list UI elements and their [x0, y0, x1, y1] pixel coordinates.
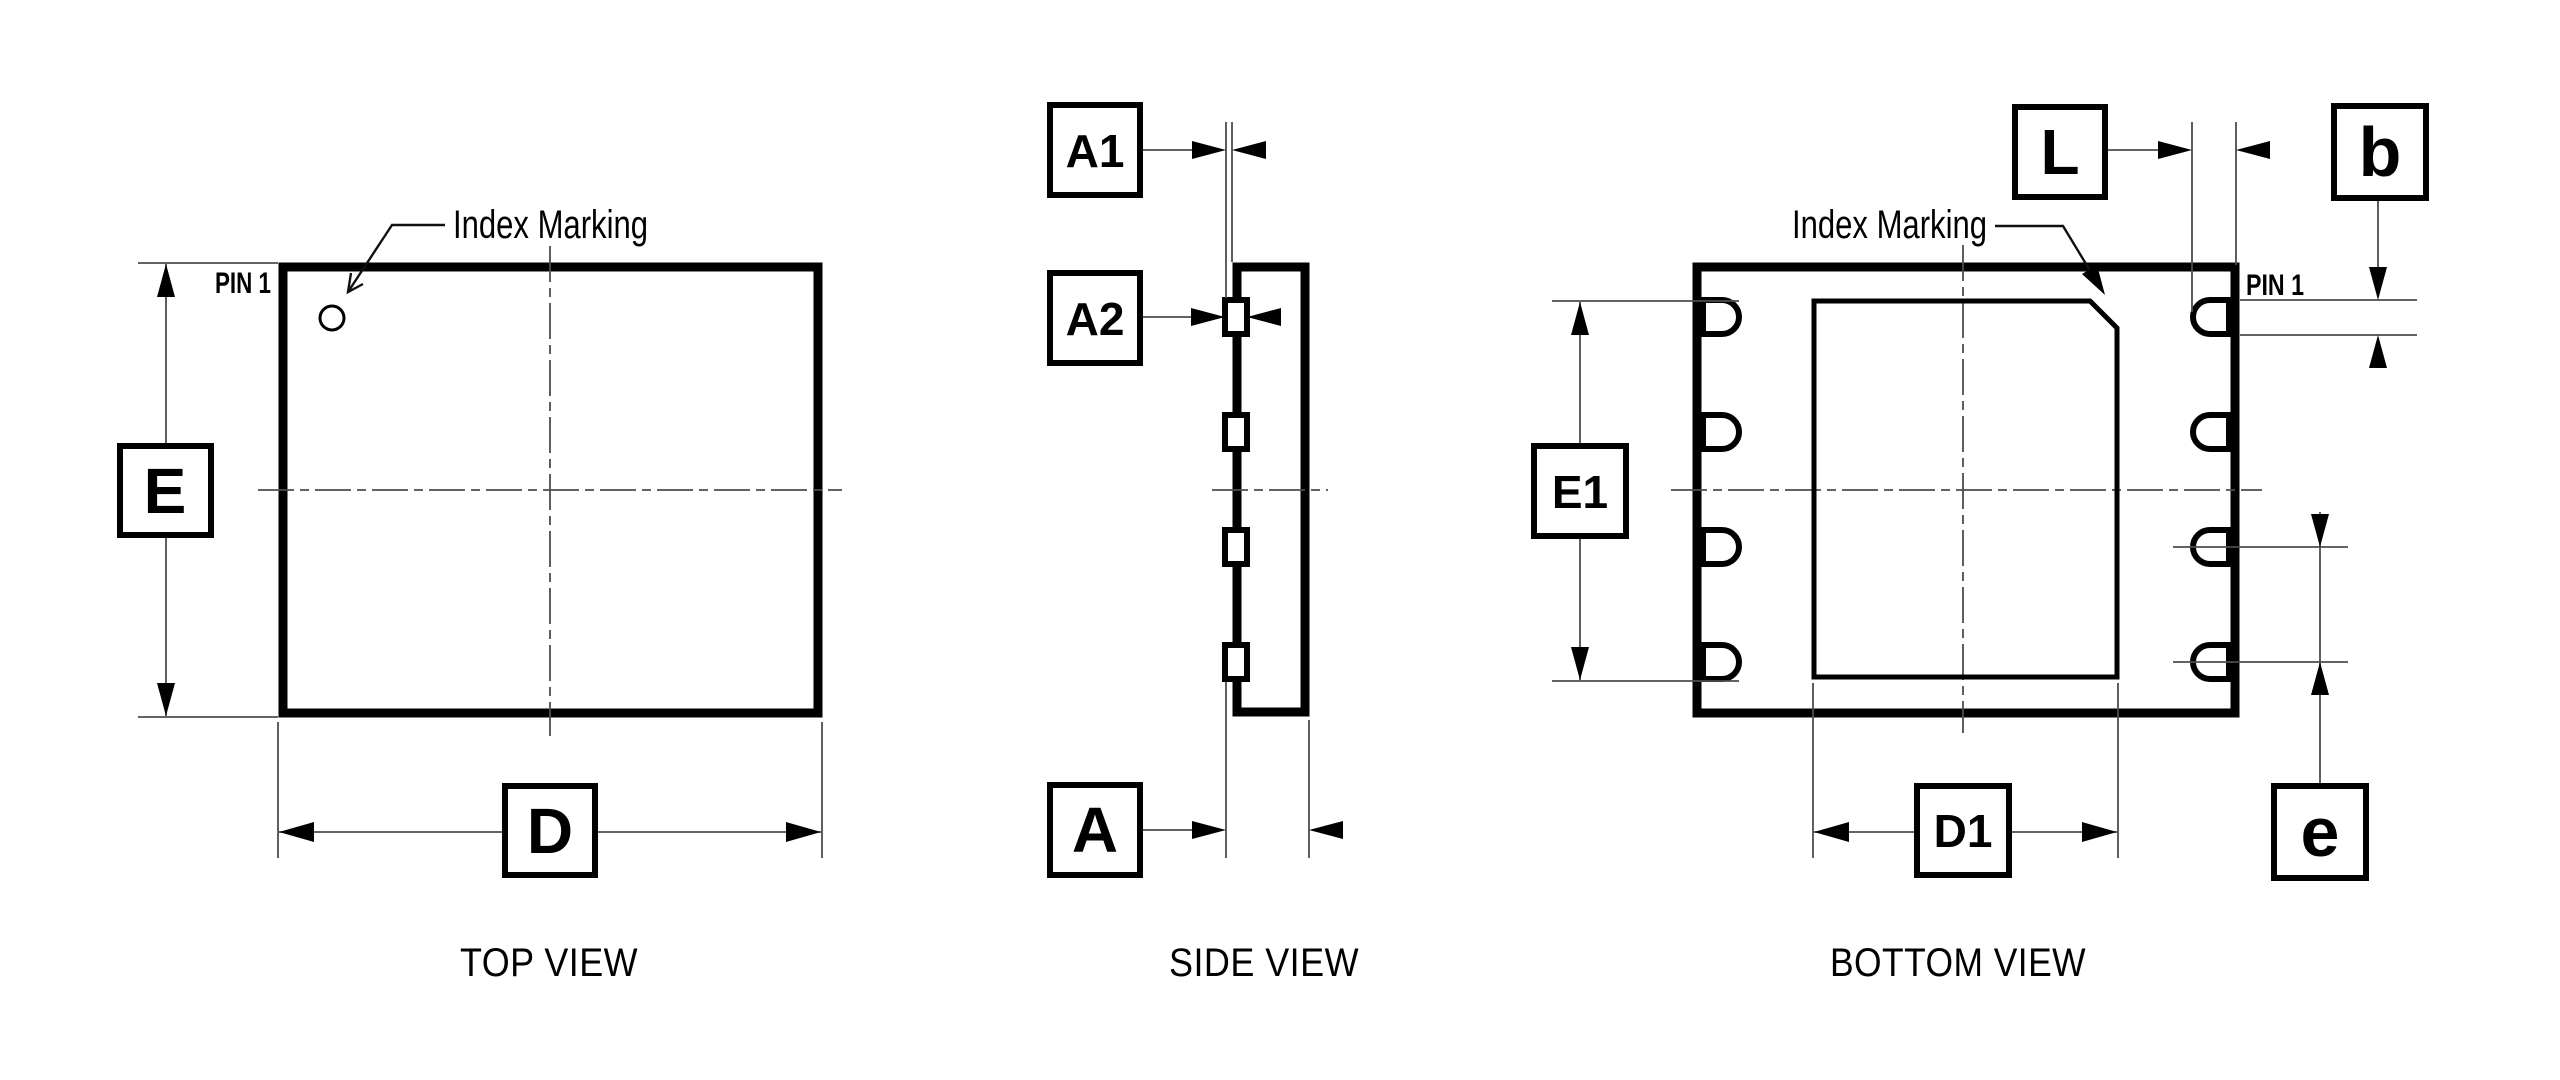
dim-L: L: [2012, 104, 2270, 312]
dim-L-arrow-left-icon: [2236, 141, 2270, 159]
top-view: Index Marking PIN 1 E D TOP VIEW: [117, 203, 842, 985]
bottom-index-arrowhead-icon: [2082, 265, 2105, 295]
dim-L-arrow-right-icon: [2158, 141, 2192, 159]
dim-A1-label: A1: [1066, 125, 1125, 177]
dim-D: D: [277, 722, 823, 878]
dim-b-arrow-down-icon: [2369, 267, 2387, 300]
dim-D1: D1: [1812, 683, 2119, 878]
dim-L-label: L: [2040, 116, 2079, 188]
dim-E-label-box: [117, 443, 214, 538]
dim-b-label-box: [2331, 103, 2429, 201]
dim-A: A: [1047, 682, 1343, 878]
dim-D1-arrow-left-icon: [1814, 822, 1849, 842]
top-index-marking-label: Index Marking: [453, 203, 648, 247]
dim-e-arrow-up-icon: [2311, 662, 2329, 695]
bottom-view: Index Marking PIN 1 E1 D1: [1531, 103, 2429, 985]
dim-D1-label-box: [1914, 783, 2012, 878]
dim-E-label: E: [144, 455, 187, 527]
side-view: A1 A2 A SIDE VIEW: [1047, 102, 1359, 985]
top-view-caption: TOP VIEW: [460, 941, 638, 985]
dim-e: e: [2173, 512, 2369, 881]
bottom-pad: [1700, 297, 1742, 337]
dim-e-label: e: [2301, 793, 2340, 871]
dim-D-label: D: [527, 795, 573, 867]
dim-A1-arrow-right-icon: [1192, 141, 1226, 159]
bottom-view-caption: BOTTOM VIEW: [1830, 941, 2086, 985]
bottom-pad: [1700, 527, 1742, 567]
dim-A2-arrow-left-icon: [1247, 308, 1281, 326]
dim-A-arrow-right-icon: [1192, 821, 1226, 839]
dim-A1-label-box: [1047, 102, 1143, 198]
bottom-pad: [2190, 297, 2232, 337]
dim-b-label: b: [2359, 113, 2402, 191]
bottom-pad: [1700, 642, 1742, 682]
bottom-pad: [2190, 412, 2232, 452]
side-pad: [1222, 297, 1250, 337]
top-pin1-label: PIN 1: [215, 267, 271, 300]
dim-E1-label: E1: [1552, 466, 1608, 518]
dim-e-arrow-down-icon: [2311, 514, 2329, 547]
dim-D-arrow-right-icon: [786, 822, 821, 842]
dim-A2: A2: [1047, 270, 1281, 366]
dim-b: b: [2240, 103, 2429, 368]
dim-D1-arrow-right-icon: [2082, 822, 2117, 842]
dim-D1-label: D1: [1934, 805, 1993, 857]
dim-E: E: [117, 262, 278, 718]
dim-e-label-box: [2271, 783, 2369, 881]
dim-b-arrow-up-icon: [2369, 335, 2387, 368]
dim-E1: E1: [1531, 300, 1739, 682]
index-marking-dot: [318, 304, 346, 332]
dim-E-arrow-down-icon: [157, 683, 175, 716]
dim-D-label-box: [502, 783, 598, 878]
dim-A-label-box: [1047, 782, 1143, 878]
dim-A2-arrow-right-icon: [1191, 308, 1225, 326]
dim-A2-label-box: [1047, 270, 1143, 366]
side-view-caption: SIDE VIEW: [1169, 941, 1359, 985]
side-pad: [1222, 527, 1250, 567]
top-index-arrowhead-icon: [346, 272, 364, 295]
exposed-pad-outline: [1811, 298, 2120, 680]
bottom-pad: [1700, 412, 1742, 452]
dim-D-arrow-left-icon: [279, 822, 314, 842]
dim-E1-arrow-up-icon: [1571, 302, 1589, 335]
dim-A-arrow-left-icon: [1309, 821, 1343, 839]
side-pad: [1222, 412, 1250, 452]
top-index-leader-line: [346, 223, 445, 293]
dim-E-arrow-up-icon: [157, 264, 175, 297]
bottom-index-marking-label: Index Marking: [1792, 203, 1987, 247]
dim-A-label: A: [1072, 794, 1118, 866]
dim-E1-arrow-down-icon: [1571, 647, 1589, 680]
bottom-pin1-label: PIN 1: [2246, 269, 2304, 302]
dim-A1-arrow-left-icon: [1232, 141, 1266, 159]
dim-A2-label: A2: [1066, 293, 1125, 345]
dim-E1-label-box: [1531, 443, 1629, 539]
bottom-index-leader-line: [1995, 224, 2102, 288]
dim-L-label-box: [2012, 104, 2108, 200]
dim-A1: A1: [1047, 102, 1266, 298]
side-pad: [1222, 642, 1250, 682]
bottom-left-pads: [1700, 297, 1742, 682]
